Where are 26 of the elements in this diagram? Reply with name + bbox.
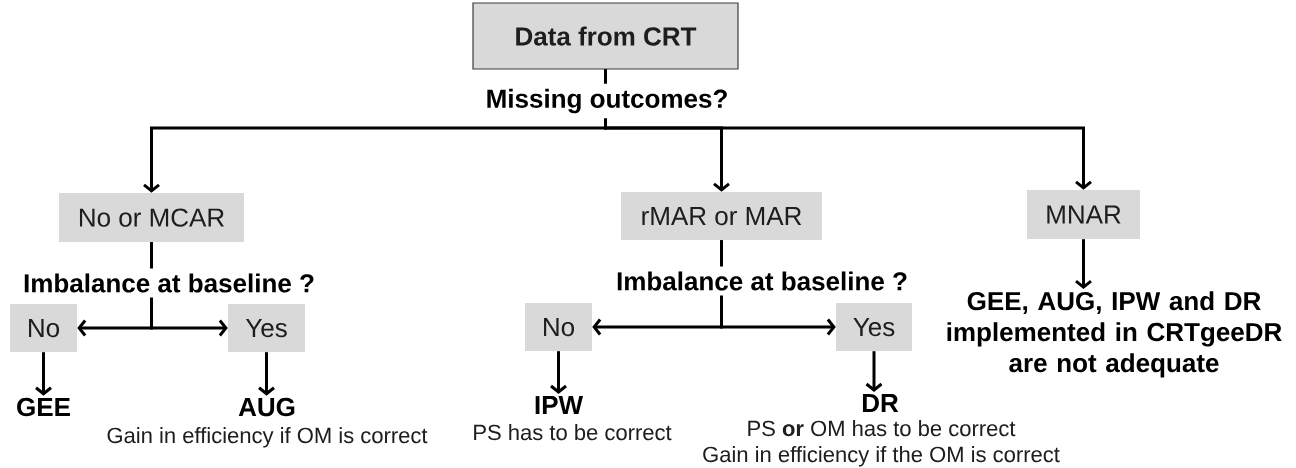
caption-text: PS or OM has to be correct — [748, 420, 1016, 437]
option-box: Yes — [836, 303, 912, 351]
result-text: GEE, AUG, IPW and DR implemented in CRTgeeDR are not adequate — [947, 291, 1282, 378]
edge-label: Imbalance at baseline ? — [614, 266, 910, 296]
arrow — [258, 352, 275, 396]
arrow — [35, 352, 52, 396]
caption-text: Gain in efficiency if OM is correct — [107, 427, 428, 448]
option-box: No or MCAR — [59, 193, 244, 242]
result-label: AUG — [238, 397, 295, 417]
arrow — [1075, 239, 1092, 289]
caption-text: PS has to be correct — [474, 424, 672, 441]
result-label: GEE — [17, 397, 70, 417]
option-box: Yes — [228, 304, 305, 352]
arrow — [604, 69, 1092, 190]
option-box: No — [10, 304, 77, 352]
option-box: No — [525, 303, 592, 351]
arrow — [550, 351, 567, 394]
result-label: DR — [862, 394, 899, 412]
arrow — [865, 351, 883, 392]
result-label: IPW — [535, 396, 584, 414]
caption-text: Gain in efficiency if the OM is correct — [703, 446, 1060, 467]
process-box: Data from CRT — [472, 2, 739, 70]
option-box: MNAR — [1027, 190, 1140, 239]
edge-label: Imbalance at baseline ? — [21, 268, 317, 298]
edge-label: Missing outcomes? — [483, 83, 731, 119]
option-box: rMAR or MAR — [621, 192, 822, 240]
